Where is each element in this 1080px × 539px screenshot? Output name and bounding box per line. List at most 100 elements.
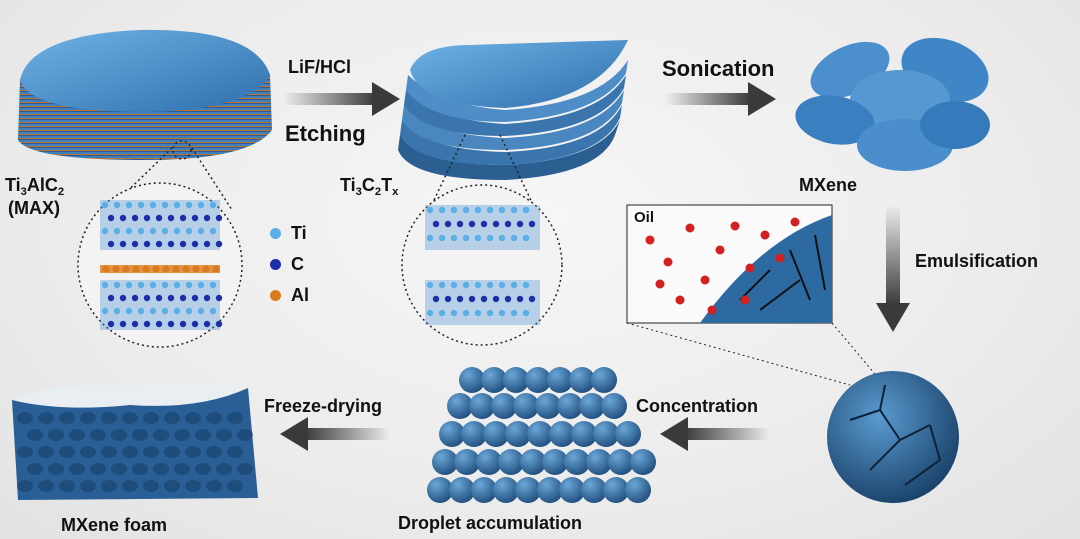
lattice-atom (185, 307, 193, 315)
lattice-atom (191, 294, 199, 302)
stacked-droplet (586, 449, 612, 475)
foam-pore (227, 480, 243, 492)
lattice-atom (203, 214, 211, 222)
arrow-freeze-drying (280, 417, 390, 451)
aluminium-atom (112, 265, 120, 273)
stacked-droplet (549, 421, 575, 447)
foam-pore (80, 412, 96, 424)
arrow-emulsification (876, 205, 910, 332)
lattice-atom (179, 240, 187, 248)
foam-pore (227, 412, 243, 424)
ti-atom-icon (270, 228, 281, 239)
stacked-droplet (615, 421, 641, 447)
stacked-droplet (449, 477, 475, 503)
oil-label: Oil (634, 209, 655, 226)
lattice-atom (131, 294, 139, 302)
lattice-atom (450, 234, 458, 242)
etch-reagent-label: LiF/HCl (288, 57, 351, 77)
lattice-atom (474, 234, 482, 242)
stacked-droplet (493, 477, 519, 503)
lattice-atom (510, 281, 518, 289)
al-atom-icon (270, 290, 281, 301)
lattice-atom (131, 214, 139, 222)
lattice-atom (149, 201, 157, 209)
lattice-atom (173, 307, 181, 315)
stacked-droplet (601, 393, 627, 419)
lattice-atom (209, 227, 217, 235)
lattice-atom (113, 281, 121, 289)
lattice-atom (498, 206, 506, 214)
aluminium-atom (192, 265, 200, 273)
stacked-droplet (447, 393, 473, 419)
lattice-atoms (101, 201, 536, 328)
mxene-foam-label: MXene foam (61, 515, 168, 535)
lattice-atom (155, 240, 163, 248)
max-slab (18, 29, 272, 161)
stacked-droplet (491, 393, 517, 419)
lattice-atom (191, 240, 199, 248)
foam-pore (132, 429, 148, 441)
mxene-label: MXene (799, 175, 858, 195)
foam-pore (27, 429, 43, 441)
foam-pore (48, 463, 64, 475)
oil-molecule (700, 275, 710, 285)
lattice-atom (179, 294, 187, 302)
concentration-label: Concentration (636, 396, 759, 416)
foam-pore (164, 412, 180, 424)
lattice-atom (143, 294, 151, 302)
stacked-droplet (454, 449, 480, 475)
foam-pore (143, 412, 159, 424)
stacked-droplet (461, 421, 487, 447)
foam-pore (80, 446, 96, 458)
foam-pore (143, 446, 159, 458)
oil-molecule (655, 279, 665, 289)
lattice-atom (137, 227, 145, 235)
aluminium-atom (212, 265, 220, 273)
etched-accordion (398, 40, 628, 180)
mxene-flakes (795, 37, 990, 171)
lattice-atom (474, 309, 482, 317)
lattice-atom (504, 295, 512, 303)
foam-pore (101, 446, 117, 458)
stacked-droplet (564, 449, 590, 475)
stacked-droplet (527, 421, 553, 447)
lattice-atom (498, 281, 506, 289)
lattice-atom (107, 240, 115, 248)
lattice-atom (426, 206, 434, 214)
foam-pore (237, 463, 253, 475)
lattice-atom (161, 201, 169, 209)
legend-item-c: C (270, 254, 304, 275)
droplet-pile (427, 367, 656, 503)
foam-pore (122, 446, 138, 458)
lattice-atom (161, 307, 169, 315)
lattice-atom (203, 240, 211, 248)
oil-molecule (715, 245, 725, 255)
lattice-atom (191, 320, 199, 328)
foam-pore (195, 429, 211, 441)
aluminium-atom (132, 265, 140, 273)
lattice-atom (107, 294, 115, 302)
lattice-atom (119, 240, 127, 248)
foam-pore (111, 463, 127, 475)
lattice-atom (522, 234, 530, 242)
lattice-atom (215, 320, 223, 328)
stacked-droplet (593, 421, 619, 447)
lattice-atom (462, 281, 470, 289)
stacked-droplet (469, 393, 495, 419)
lattice-atom (125, 281, 133, 289)
lattice-atom (209, 307, 217, 315)
lattice-atom (185, 281, 193, 289)
lattice-atom (426, 281, 434, 289)
oil-molecule (675, 295, 685, 305)
lattice-atom (119, 320, 127, 328)
oil-molecule (740, 295, 750, 305)
foam-pore (38, 480, 54, 492)
lattice-atom (486, 206, 494, 214)
oil-droplet-inset (626, 204, 881, 386)
foam-pore (216, 463, 232, 475)
stacked-droplet (581, 477, 607, 503)
lattice-atom (516, 220, 524, 228)
etched-formula: Ti3C2Tx (340, 175, 399, 198)
lattice-atom (444, 220, 452, 228)
oil-molecule (745, 263, 755, 273)
